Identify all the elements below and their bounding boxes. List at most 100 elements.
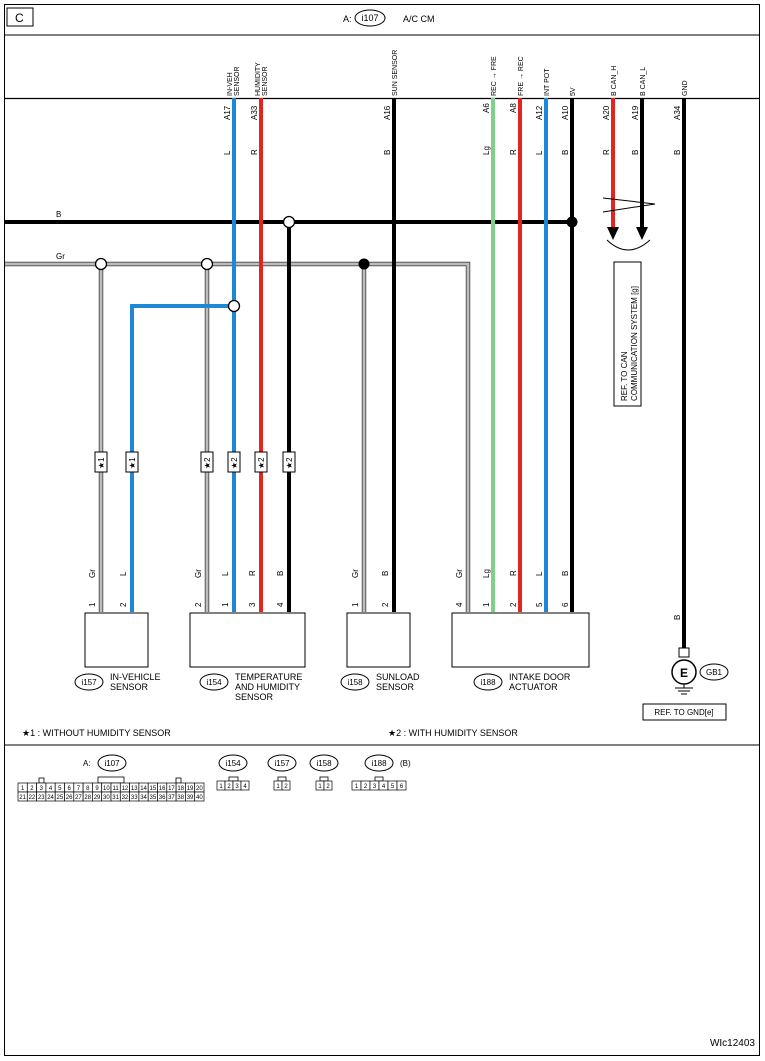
bus-b-label: B bbox=[56, 210, 61, 219]
can-ref-line1: REF. TO CAN bbox=[620, 351, 629, 401]
wire-gr-bus bbox=[5, 261, 471, 612]
connector-a-pin-15: 15 bbox=[150, 786, 157, 792]
pinnum-i188-6: 6 bbox=[561, 602, 570, 607]
pin-a17: A17 bbox=[223, 105, 232, 120]
ground-ref-box bbox=[642, 703, 727, 721]
pinnum-i157-2: 2 bbox=[119, 602, 128, 607]
component-i188-box bbox=[451, 612, 590, 668]
note-with-humidity: ★2 : WITH HUMIDITY SENSOR bbox=[388, 728, 518, 738]
component-i158-name-1: SUNLOAD bbox=[376, 672, 420, 682]
signal-humidity-sensor-2: SENSOR bbox=[262, 66, 269, 96]
connector-a-pin-19: 19 bbox=[187, 786, 194, 792]
color-top-a16: B bbox=[383, 150, 392, 155]
connector-a-pin-7: 7 bbox=[77, 786, 81, 792]
component-i188-id: i188 bbox=[480, 678, 496, 687]
connector-i188-pin-1: 1 bbox=[355, 784, 359, 790]
connector-a-pin-4: 4 bbox=[49, 786, 53, 792]
component-i157-ellipse bbox=[74, 673, 104, 691]
pinnum-i188-1: 1 bbox=[482, 602, 491, 607]
signal-5v: 5V bbox=[570, 87, 577, 96]
frame-border bbox=[4, 4, 760, 1056]
connector-i157-pin-2: 2 bbox=[284, 784, 288, 790]
connector-i188-pin-3: 3 bbox=[373, 784, 377, 790]
connector-a-pin-29: 29 bbox=[94, 795, 101, 801]
pinnum-i154-2: 2 bbox=[194, 602, 203, 607]
module-name: A/C CM bbox=[403, 14, 435, 24]
connector-a-pin-39: 39 bbox=[187, 795, 194, 801]
connector-a-pin-6: 6 bbox=[67, 786, 71, 792]
junction-gr-i157 bbox=[94, 257, 108, 271]
color-i188-pin4: Gr bbox=[455, 569, 464, 578]
ground-id: GB1 bbox=[706, 668, 723, 677]
connector-a-pin-25: 25 bbox=[57, 795, 64, 801]
module-connector-ellipse bbox=[354, 9, 386, 27]
pin-a34: A34 bbox=[673, 105, 682, 120]
connector-i157-ellipse bbox=[267, 754, 297, 772]
connector-a-pin-27: 27 bbox=[75, 795, 82, 801]
component-i188-name-2: ACTUATOR bbox=[509, 682, 558, 692]
junction-gr-i154 bbox=[200, 257, 214, 271]
connector-a-pin-16: 16 bbox=[159, 786, 166, 792]
connector-a-cell-40 bbox=[194, 791, 205, 802]
component-i158-name-2: SENSOR bbox=[376, 682, 415, 692]
connector-a-pin-33: 33 bbox=[131, 795, 138, 801]
pinnum-i154-3: 3 bbox=[248, 602, 257, 607]
connector-a-pin-12: 12 bbox=[122, 786, 129, 792]
marker-star1-b: ★1 bbox=[125, 451, 139, 473]
connector-i158-id: i158 bbox=[316, 759, 332, 768]
connector-a-pin-22: 22 bbox=[29, 795, 36, 801]
color-top-a34: B bbox=[673, 150, 682, 155]
color-top-a10: B bbox=[561, 150, 570, 155]
section-box bbox=[6, 7, 34, 27]
signal-fre-rec: FRE → REC bbox=[518, 56, 525, 96]
signal-in-veh-sensor-2: SENSOR bbox=[234, 66, 241, 96]
pin-a19: A19 bbox=[631, 105, 640, 120]
connector-a-pin-13: 13 bbox=[131, 786, 138, 792]
connector-a-pin-30: 30 bbox=[103, 795, 110, 801]
color-i157-pin2: L bbox=[119, 571, 128, 576]
connector-a-pin-10: 10 bbox=[103, 786, 110, 792]
marker-star1-a: ★1 bbox=[94, 451, 108, 473]
connector-a-pin-35: 35 bbox=[150, 795, 157, 801]
connector-i157-pin-1: 1 bbox=[276, 784, 280, 790]
connector-a-pin-31: 31 bbox=[112, 795, 119, 801]
connector-i154-id: i154 bbox=[225, 759, 241, 768]
note-without-humidity: ★1 : WITHOUT HUMIDITY SENSOR bbox=[22, 728, 171, 738]
connector-a-pin-21: 21 bbox=[19, 795, 26, 801]
pin-a8: A8 bbox=[509, 103, 518, 113]
svg-text:★2: ★2 bbox=[257, 457, 266, 469]
connector-i158-ellipse bbox=[309, 754, 339, 772]
section-letter: C bbox=[15, 11, 24, 25]
component-i157-name-1: IN-VEHICLE bbox=[110, 672, 161, 682]
wire-blue-i157 bbox=[130, 304, 234, 612]
component-i154-box bbox=[189, 612, 306, 668]
bus-gr-label: Gr bbox=[56, 252, 65, 261]
connector-i154-pin-3: 3 bbox=[235, 784, 239, 790]
signal-rec-fre: REC → FRE bbox=[491, 56, 498, 96]
can-h-arrow bbox=[607, 227, 619, 240]
pinnum-i154-4: 4 bbox=[276, 602, 285, 607]
color-i154-pin2: Gr bbox=[194, 569, 203, 578]
connector-i157-cell-2 bbox=[281, 780, 291, 791]
pin-a20: A20 bbox=[602, 105, 611, 120]
component-i154-id: i154 bbox=[206, 678, 222, 687]
connector-a-pin-5: 5 bbox=[58, 786, 62, 792]
can-l-arrow bbox=[636, 227, 648, 240]
component-i157-box bbox=[84, 612, 149, 668]
ground-symbol-letter: E bbox=[680, 666, 688, 680]
connector-a-pin-28: 28 bbox=[84, 795, 91, 801]
module-connector-id: i107 bbox=[361, 13, 378, 23]
junction-b-5v bbox=[566, 216, 578, 228]
connector-a-pin-9: 9 bbox=[95, 786, 99, 792]
connector-a-pin-40: 40 bbox=[196, 795, 203, 801]
connector-a-pin-38: 38 bbox=[177, 795, 184, 801]
can-ref-box bbox=[613, 261, 642, 407]
connector-a-pin-3: 3 bbox=[40, 786, 44, 792]
connector-i158-pin-1: 1 bbox=[318, 784, 322, 790]
connector-i188-pin-6: 6 bbox=[400, 784, 404, 790]
color-top-a12: L bbox=[535, 150, 544, 155]
connector-a-pin-20: 20 bbox=[196, 786, 203, 792]
